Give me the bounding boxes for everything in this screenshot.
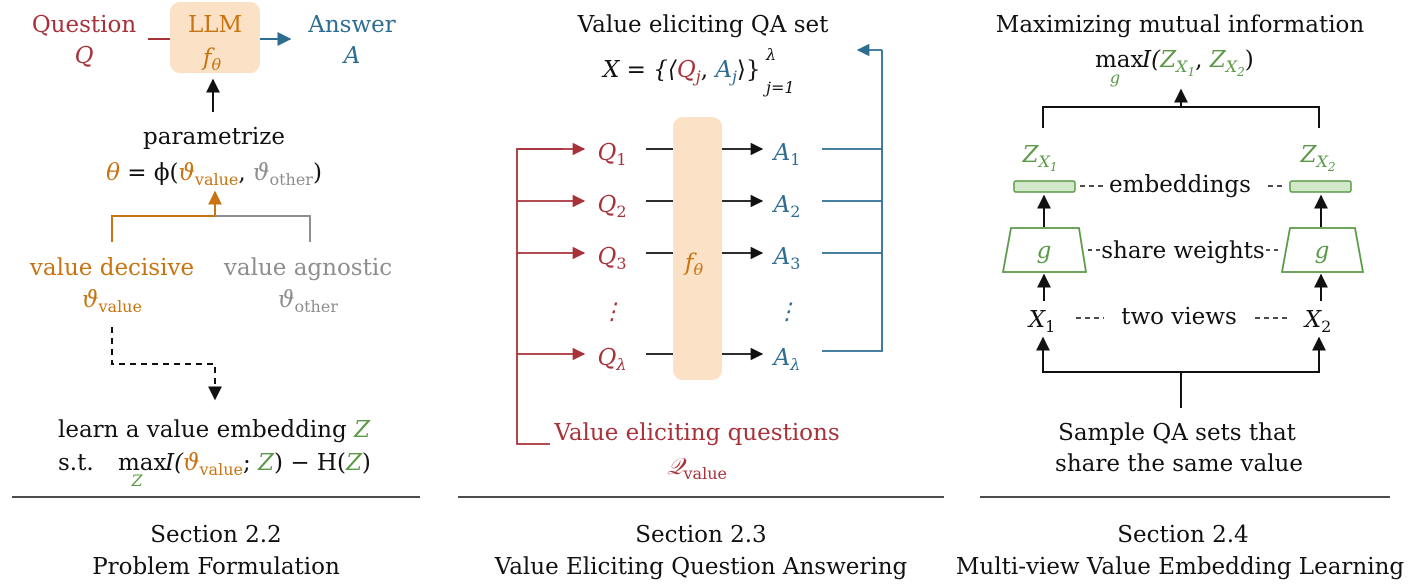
question-item: Q3 [597, 244, 626, 273]
decisive-branch-line [111, 215, 215, 242]
sample-line-1: Sample QA sets that [1058, 420, 1297, 446]
answer-item: A3 [772, 244, 801, 273]
svg-text:max: max [118, 450, 167, 476]
section-2-4-title: Multi-view Value Embedding Learning [956, 554, 1405, 580]
embedding-right [1289, 180, 1352, 193]
x-left-label: X1 [1027, 307, 1056, 336]
z-left-label: ZX1 [1021, 142, 1057, 174]
agnostic-branch-line [215, 215, 311, 242]
value-agnostic-symbol: ϑother [278, 287, 338, 316]
qa-set-sup: λ [765, 45, 776, 64]
eliciting-questions-symbol: 𝒬value [667, 454, 727, 483]
encoder-left-symbol: g [1037, 238, 1052, 264]
embeddings-label: embeddings [1109, 172, 1251, 198]
two-views-label: two views [1121, 304, 1237, 330]
answer-item: Aλ [772, 345, 801, 374]
theta-equation: θ = ϕ(ϑvalue, ϑother) [106, 160, 322, 189]
x-right-label: X2 [1303, 307, 1332, 336]
svg-text:I(ZX1, ZX2): I(ZX1, ZX2) [1141, 47, 1254, 79]
llm-box [170, 2, 260, 73]
value-agnostic-label: value agnostic [223, 255, 392, 281]
mi-title: Maximizing mutual information [996, 12, 1365, 38]
llm-label: LLM [188, 12, 242, 38]
bottom-split-line [1042, 340, 1320, 373]
sample-line-2: share the same value [1055, 451, 1303, 477]
section-2-3-title: Value Eliciting Question Answering [494, 554, 908, 580]
answer-symbol: A [342, 43, 361, 69]
learn-embedding-text: learn a value embedding Z [58, 417, 371, 443]
llm-column [673, 117, 722, 380]
svg-text:s.t.: s.t. [58, 450, 94, 476]
top-merge-line [1042, 106, 1320, 128]
question-item: ⋮ [601, 299, 624, 325]
questions-bracket [516, 148, 563, 445]
panel-problem-formulation: Question Q LLM fθ Answer A parametrize θ… [12, 2, 420, 580]
answers-bracket [822, 148, 883, 352]
svg-text:Z: Z [130, 471, 143, 490]
value-decisive-symbol: ϑvalue [82, 287, 142, 316]
eliciting-questions-label: Value eliciting questions [553, 420, 839, 446]
panel-multiview-embedding: Maximizing mutual information max g I(ZX… [956, 12, 1405, 580]
mi-objective: max g I(ZX1, ZX2) [1095, 47, 1254, 87]
section-2-2-title: Problem Formulation [92, 554, 340, 580]
question-item: Q1 [597, 140, 626, 169]
encoder-left [1001, 227, 1088, 273]
answer-item: A1 [772, 140, 801, 169]
dashed-learn-arrow [111, 327, 222, 401]
panel-value-eliciting-qa: Value eliciting QA set X = {⟨Qj, Aj⟩} λ … [458, 12, 944, 580]
section-2-4-number: Section 2.4 [1117, 522, 1248, 548]
answer-item: ⋮ [776, 299, 799, 325]
svg-text:g: g [1110, 68, 1120, 87]
question-item: Qλ [598, 345, 627, 374]
objective-equation: s.t. max Z I(ϑvalue; Z) − H(Z) [58, 450, 371, 490]
parametrize-label: parametrize [143, 124, 285, 150]
encoder-right [1280, 227, 1365, 273]
section-2-3-number: Section 2.3 [635, 522, 766, 548]
qa-set-sub: j=1 [763, 78, 795, 97]
section-2-2-number: Section 2.2 [150, 522, 281, 548]
llm-symbol: fθ [201, 45, 222, 74]
value-decisive-label: value decisive [29, 255, 194, 281]
svg-text:I(ϑvalue; Z) − H(Z): I(ϑvalue; Z) − H(Z) [164, 450, 371, 479]
question-label: Question [32, 12, 137, 38]
qa-set-title: Value eliciting QA set [577, 12, 830, 38]
embedding-left [1013, 180, 1076, 193]
answer-item: A2 [772, 192, 801, 221]
question-item: Q2 [597, 192, 626, 221]
qa-set-formula: X = {⟨Qj, Aj⟩} [601, 57, 761, 86]
answer-label: Answer [307, 12, 396, 38]
encoder-right-symbol: g [1315, 238, 1330, 264]
share-weights-label: share weights [1101, 238, 1264, 264]
llm-column-symbol: fθ [683, 250, 704, 279]
z-right-label: ZX2 [1299, 142, 1335, 174]
question-symbol: Q [75, 43, 94, 69]
svg-text:max: max [1095, 47, 1144, 73]
